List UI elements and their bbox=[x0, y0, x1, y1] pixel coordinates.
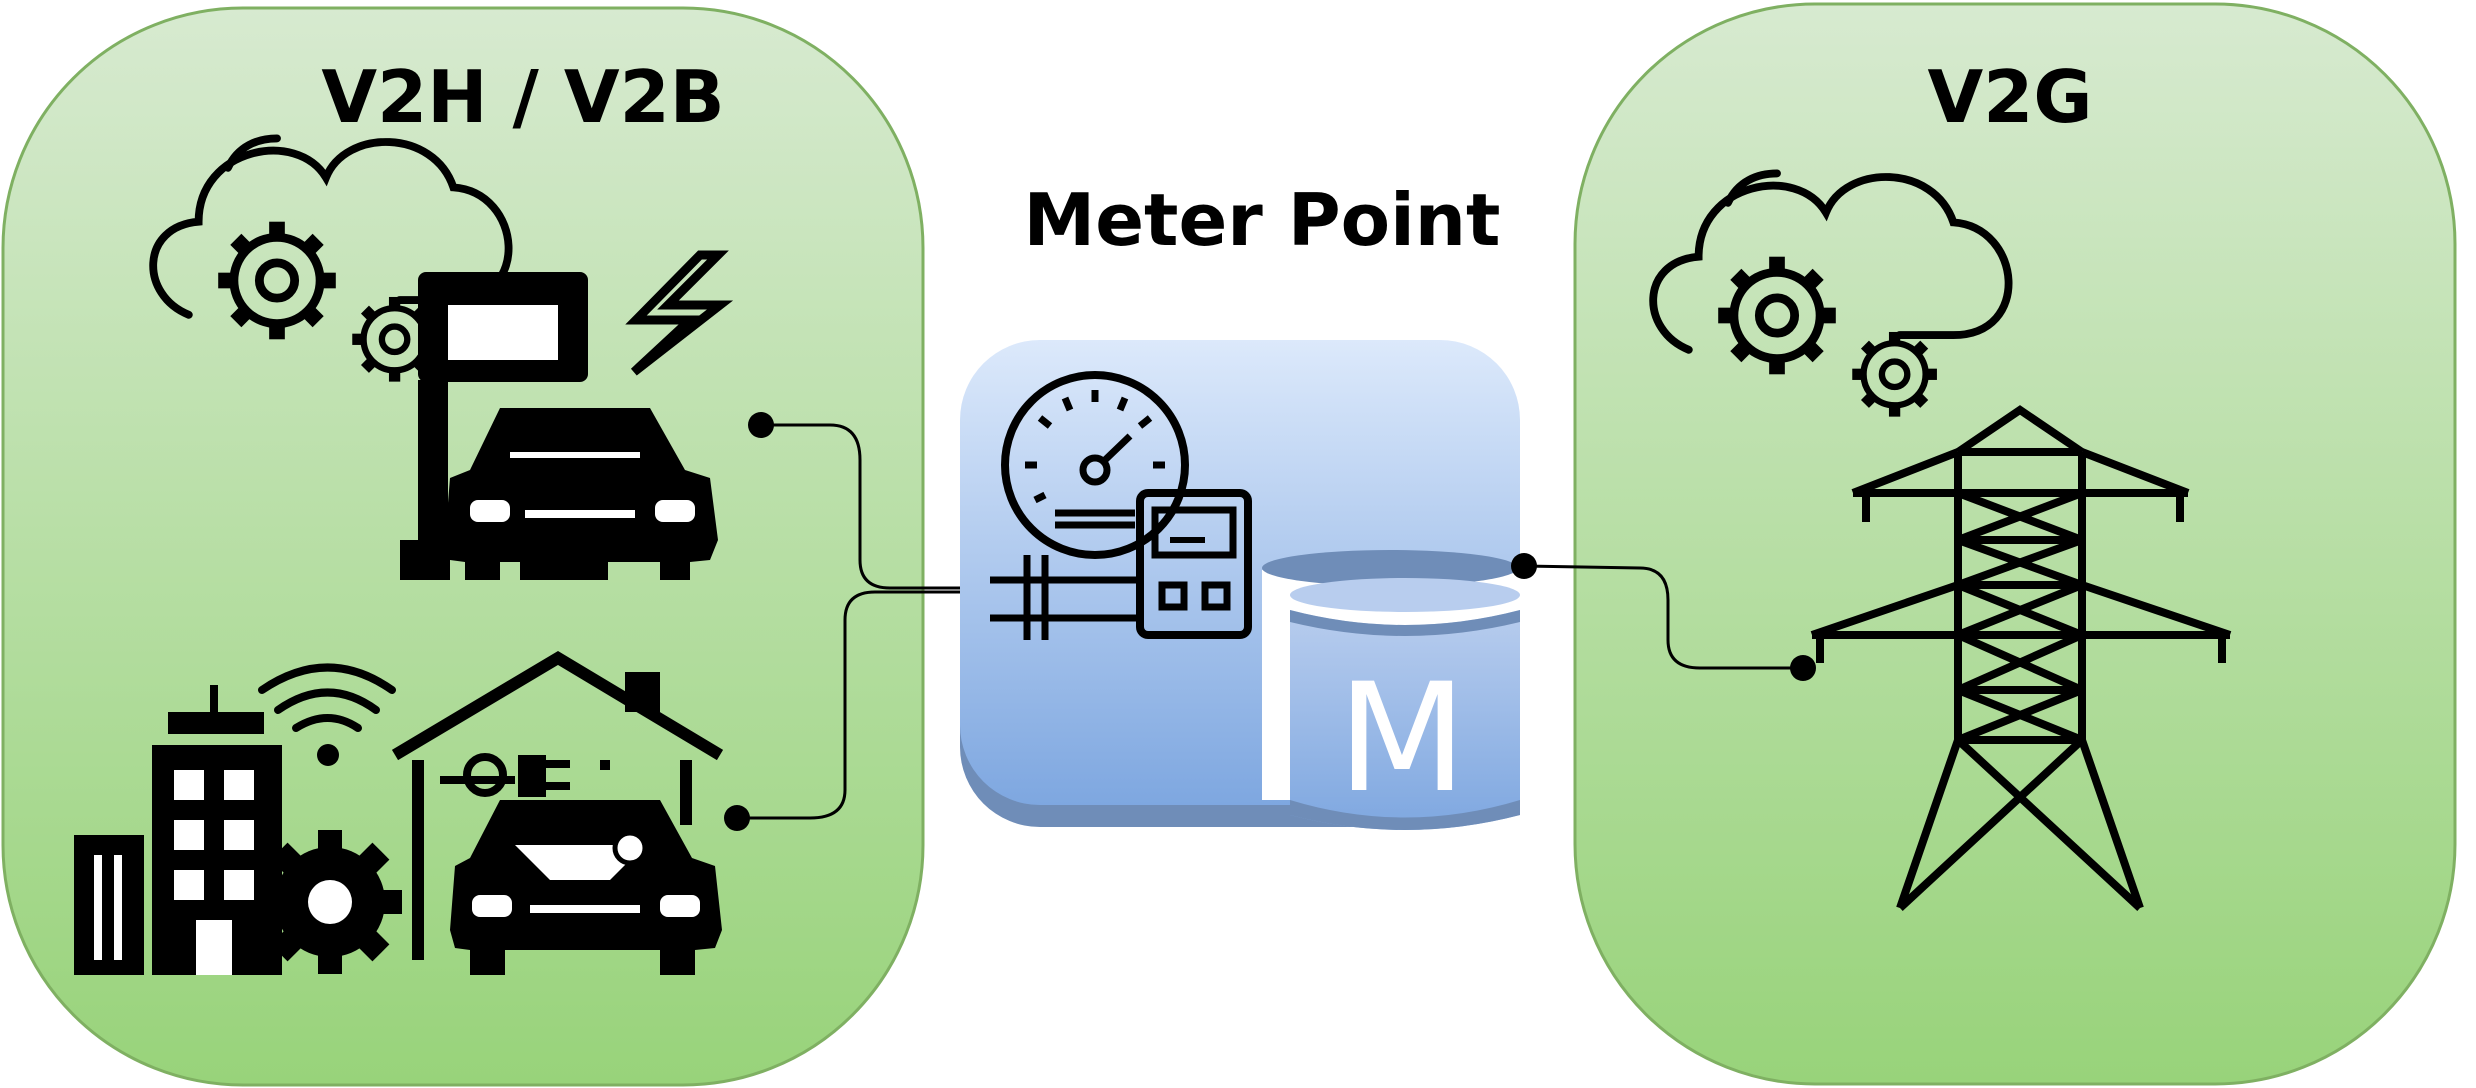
database-letter: M bbox=[1337, 652, 1466, 826]
gear-icon bbox=[258, 830, 402, 974]
transmission-tower-icon bbox=[1810, 405, 2232, 911]
connector-line-home bbox=[737, 590, 960, 820]
wifi-icon bbox=[258, 663, 396, 732]
v2g-title: V2G bbox=[1928, 55, 2093, 139]
ev-charger-car-icon bbox=[400, 272, 718, 580]
building-icon bbox=[74, 685, 282, 975]
connector-dot-grid bbox=[1790, 655, 1816, 681]
gauge-icon bbox=[1001, 371, 1189, 559]
connector-line-grid bbox=[1523, 564, 1803, 670]
database-icon bbox=[1262, 550, 1520, 830]
home-car-icon bbox=[391, 651, 724, 975]
meter-point-title: Meter Point bbox=[1024, 178, 1501, 262]
connector-line-charger bbox=[761, 423, 960, 590]
lightning-icon bbox=[625, 250, 734, 376]
v2h-v2b-title: V2H / V2B bbox=[321, 55, 724, 139]
meter-device-icon bbox=[990, 489, 1252, 640]
plug-icon bbox=[518, 755, 610, 797]
